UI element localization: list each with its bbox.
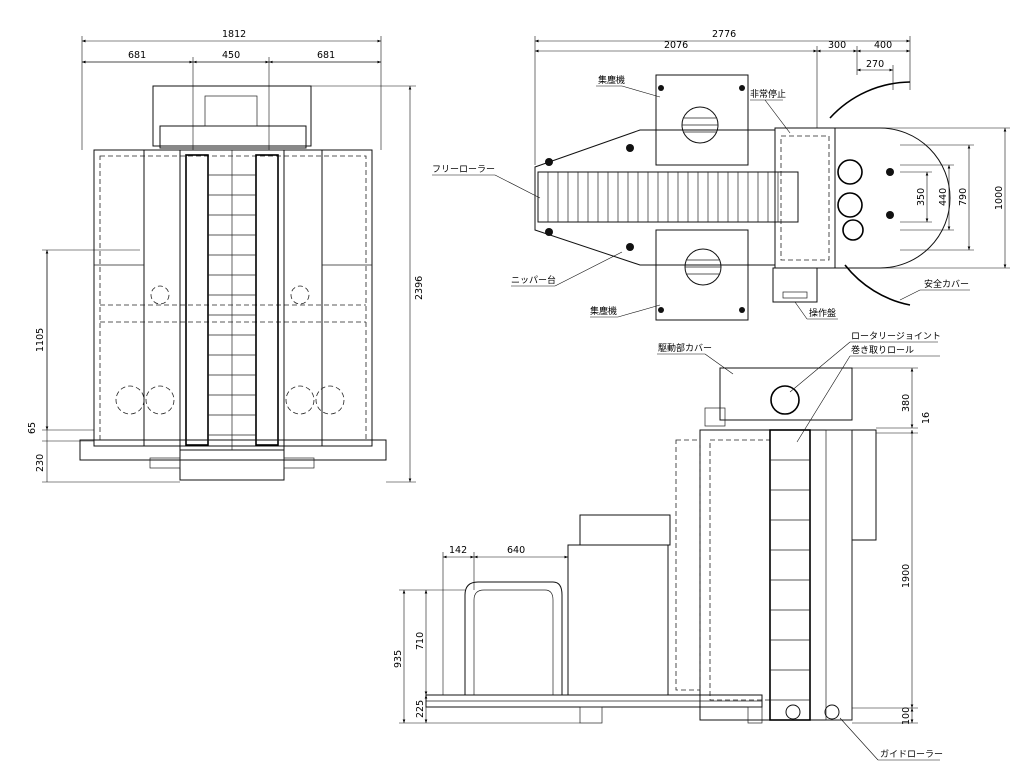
label-dust-collector-top: 集塵機 [598, 74, 625, 86]
front-chain-right [255, 154, 279, 446]
dim-142: 142 [449, 545, 467, 556]
dim-230: 230 [35, 454, 46, 472]
dim-640: 640 [507, 545, 525, 556]
dim-710: 710 [415, 632, 426, 650]
side-guide-roller-1 [785, 704, 801, 720]
side-guide-roller-2 [824, 704, 840, 720]
dim-length-400: 400 [874, 40, 892, 51]
side-drive-cover [719, 367, 853, 421]
front-view: 1812 681 450 681 2396 1105 65 230 [27, 29, 425, 483]
label-drive-cover: 駆動部カバー [658, 342, 712, 354]
side-right-guard [851, 429, 877, 541]
side-rotary-joint [770, 385, 800, 415]
label-emergency-stop: 非常停止 [750, 88, 786, 100]
top-dust-collector-upper [655, 74, 749, 166]
side-cabinet [567, 544, 669, 696]
label-take-up-roll: 巻き取りロール [851, 344, 914, 356]
top-safety-cover-lower [844, 264, 911, 306]
dim-790: 790 [958, 188, 969, 206]
dim-length-270: 270 [866, 59, 884, 70]
top-safety-cover-upper [829, 81, 911, 119]
top-nipper-base [534, 129, 776, 266]
label-dust-collector-bottom: 集塵機 [590, 305, 617, 317]
dim-left-width: 681 [128, 50, 146, 61]
dim-935: 935 [393, 650, 404, 668]
dim-100: 100 [901, 707, 912, 725]
dim-440: 440 [938, 188, 949, 206]
dim-16: 16 [921, 412, 932, 424]
label-rotary-joint: ロータリージョイント [851, 331, 941, 342]
side-view: 142 640 935 710 225 380 16 1900 100 駆動部カ… [393, 331, 943, 761]
top-view: 2776 2076 300 400 270 350 440 790 1000 集… [432, 29, 1010, 321]
dim-total-length: 2776 [712, 29, 736, 40]
dim-length-300: 300 [828, 40, 846, 51]
front-chain-left [185, 154, 209, 446]
top-machine-body [774, 127, 836, 269]
front-base [79, 439, 387, 461]
dim-1900: 1900 [901, 564, 912, 588]
dim-total-height: 2396 [414, 276, 425, 300]
label-control-panel: 操作盤 [809, 307, 836, 319]
dim-1105: 1105 [35, 328, 46, 352]
label-safety-cover: 安全カバー [924, 278, 969, 290]
dim-right-width: 681 [317, 50, 335, 61]
dim-380: 380 [901, 394, 912, 412]
front-outer-frame [93, 149, 373, 447]
side-rail-frame [464, 581, 563, 695]
label-guide-roller: ガイドローラー [880, 749, 943, 760]
top-round-head [834, 127, 951, 269]
dim-1000: 1000 [994, 186, 1005, 210]
side-main-housing [699, 429, 853, 721]
label-free-roller: フリーローラー [432, 164, 495, 175]
top-control-panel [772, 267, 818, 303]
dim-350: 350 [916, 188, 927, 206]
dim-65: 65 [27, 422, 38, 434]
dim-225: 225 [415, 700, 426, 718]
label-nipper-stand: ニッパー台 [511, 274, 556, 286]
side-take-up-roll [769, 429, 811, 721]
dim-total-width: 1812 [222, 29, 246, 40]
front-motor-housing [152, 85, 312, 147]
top-dust-collector-lower [655, 229, 749, 321]
dim-center-width: 450 [222, 50, 240, 61]
dim-length-2076: 2076 [664, 40, 688, 51]
